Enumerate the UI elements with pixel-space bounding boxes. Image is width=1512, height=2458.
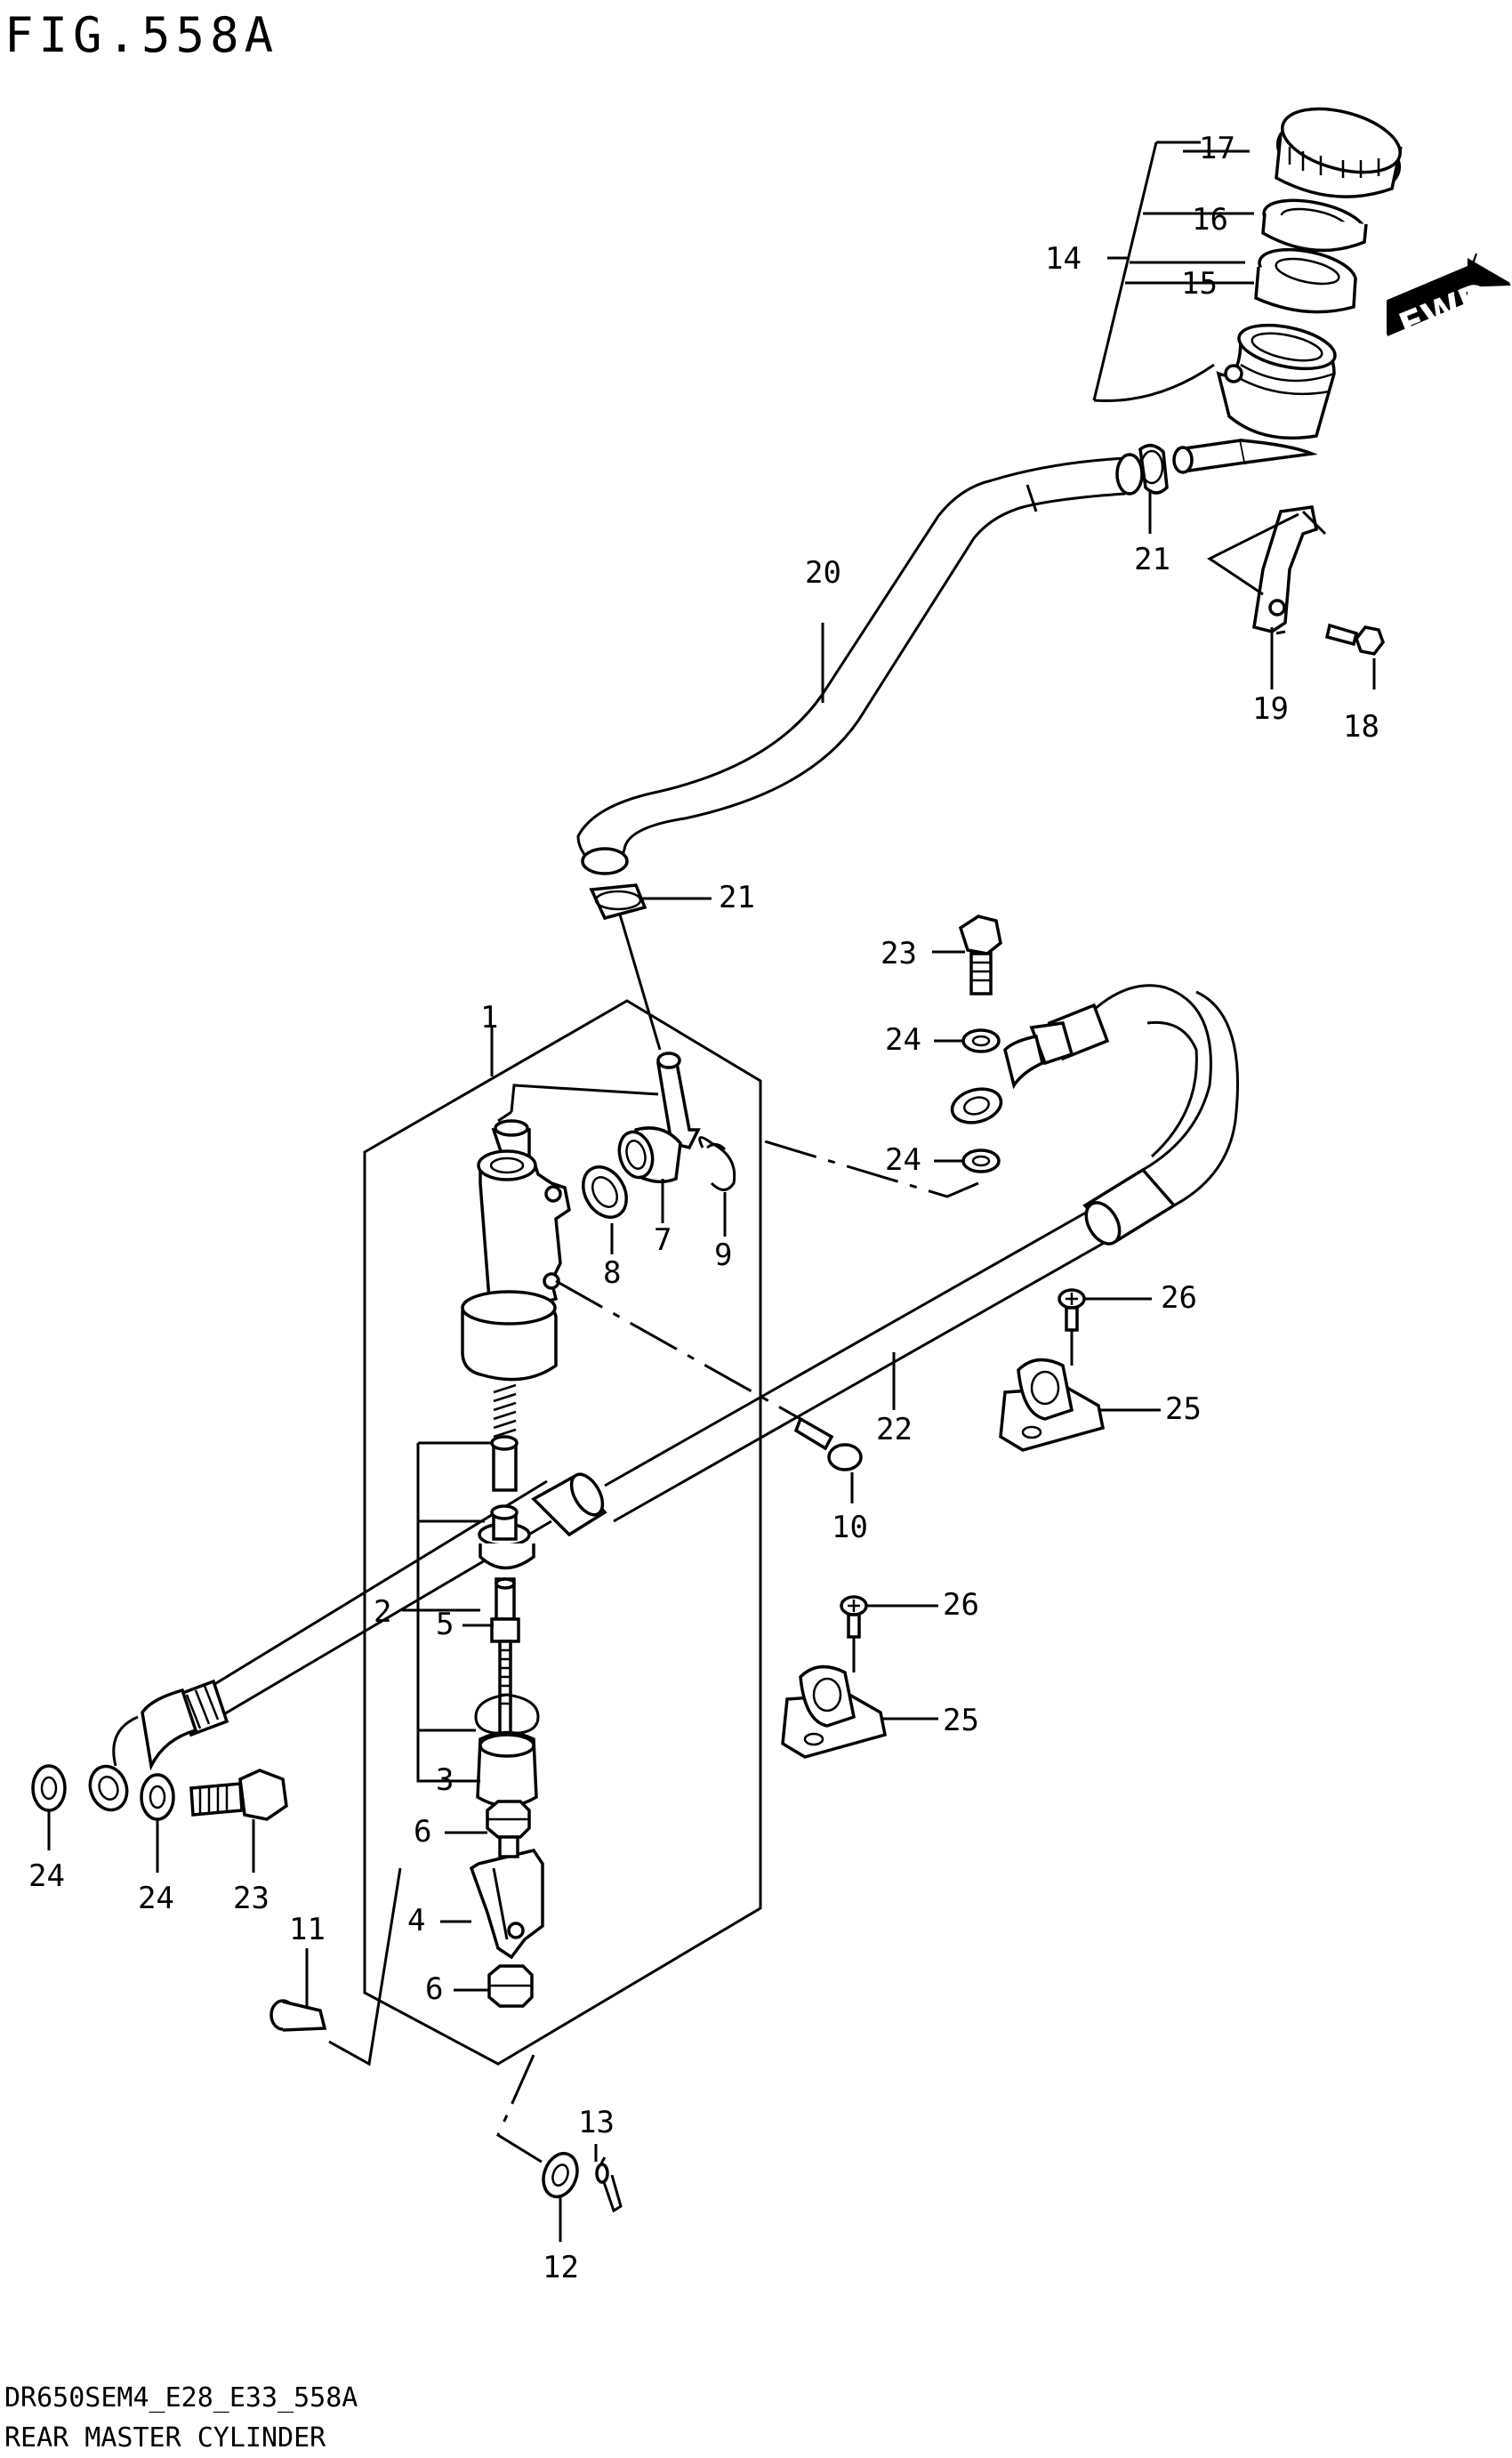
brake-hose-22 bbox=[88, 984, 1240, 1812]
reservoir-assembly bbox=[1172, 107, 1403, 474]
callout-26-lower: 26 bbox=[943, 1587, 979, 1623]
callout-21-lower: 21 bbox=[719, 880, 755, 915]
washer-12 bbox=[542, 2151, 579, 2199]
hose-clamp-21-lower bbox=[589, 883, 647, 921]
washer-24-lower-b bbox=[140, 1773, 175, 1821]
dash-line-pin bbox=[496, 2054, 557, 2172]
banjo-bolt-23-lower bbox=[189, 1769, 288, 1821]
callout-4: 4 bbox=[407, 1903, 425, 1938]
leader-2-bracket bbox=[416, 1441, 494, 1783]
callout-24-lower-b: 24 bbox=[138, 1881, 174, 1916]
callout-17: 17 bbox=[1199, 131, 1235, 166]
master-cylinder-body bbox=[461, 1119, 571, 1382]
screw-26-upper bbox=[1058, 1288, 1086, 1332]
callout-18: 18 bbox=[1343, 709, 1379, 745]
washer-24-upper-a bbox=[961, 1028, 1001, 1053]
callout-23-upper: 23 bbox=[881, 936, 917, 971]
hose-clamp-21-upper bbox=[1138, 443, 1169, 495]
piston-spring bbox=[490, 1383, 519, 1492]
callout-21-upper: 21 bbox=[1134, 542, 1170, 577]
dash-line-bolt-10 bbox=[555, 1279, 801, 1421]
callout-25-upper: 25 bbox=[1165, 1391, 1202, 1427]
callout-24-lower-a: 24 bbox=[28, 1858, 65, 1894]
callout-26-upper: 26 bbox=[1161, 1280, 1197, 1316]
callout-1: 1 bbox=[480, 1000, 498, 1036]
callout-6-lower: 6 bbox=[425, 1971, 443, 2007]
callout-20: 20 bbox=[805, 555, 841, 591]
callout-9: 9 bbox=[714, 1237, 732, 1273]
callout-8: 8 bbox=[603, 1255, 621, 1291]
figure-code: DR650SEM4_E28_E33_558A bbox=[4, 2382, 358, 2414]
hose-connector-7 bbox=[617, 1052, 701, 1184]
callout-22: 22 bbox=[876, 1412, 913, 1447]
bolt-10 bbox=[793, 1416, 863, 1471]
callout-5: 5 bbox=[436, 1607, 454, 1642]
piston-cup bbox=[478, 1504, 535, 1570]
hose-guide-25-lower bbox=[781, 1664, 888, 1759]
washer-24-upper-b bbox=[961, 1148, 1001, 1173]
cotter-pin-13 bbox=[595, 2156, 623, 2213]
reservoir-bracket bbox=[1252, 505, 1327, 635]
push-rod-5 bbox=[490, 1577, 520, 1737]
callout-7: 7 bbox=[654, 1222, 672, 1258]
callout-25-lower: 25 bbox=[943, 1703, 979, 1738]
callout-14: 14 bbox=[1045, 241, 1082, 277]
callout-23-lower: 23 bbox=[233, 1881, 269, 1916]
nut-6-lower bbox=[487, 1964, 534, 2008]
hose-guide-25-upper bbox=[999, 1358, 1106, 1452]
callout-15: 15 bbox=[1181, 266, 1218, 302]
leader-14-bracket bbox=[1092, 141, 1254, 402]
callout-3: 3 bbox=[436, 1762, 454, 1798]
banjo-bolt-23-upper bbox=[958, 915, 1002, 995]
bolt-18 bbox=[1324, 623, 1385, 656]
callout-11: 11 bbox=[289, 1912, 326, 1947]
callout-16: 16 bbox=[1192, 202, 1228, 238]
forward-direction-arrow: FWD bbox=[1387, 253, 1511, 348]
leader-pin-line bbox=[328, 1867, 402, 2067]
clevis-pin-11 bbox=[269, 1999, 327, 2032]
boot bbox=[476, 1730, 538, 1808]
callout-2: 2 bbox=[374, 1594, 391, 1630]
callout-24-upper-a: 24 bbox=[885, 1022, 921, 1058]
master-cylinder-assembly-outline bbox=[363, 999, 762, 2066]
reservoir-hose-20 bbox=[576, 453, 1144, 875]
circlip-9 bbox=[698, 1136, 736, 1191]
leader-cylinder-top bbox=[497, 1084, 659, 1123]
screw-26-lower bbox=[840, 1595, 868, 1639]
dash-line-hose-to-cylinder bbox=[755, 1137, 979, 1198]
washer-24-lower-a bbox=[31, 1764, 67, 1812]
callout-6-upper: 6 bbox=[414, 1814, 431, 1850]
clevis-4 bbox=[469, 1835, 544, 1960]
figure-title: FIG.558A bbox=[4, 7, 278, 63]
callout-13: 13 bbox=[578, 2105, 615, 2140]
callout-24-upper-b: 24 bbox=[885, 1142, 921, 1178]
nut-6-upper bbox=[486, 1800, 531, 1839]
leader-hose-connector bbox=[618, 914, 662, 1051]
callout-10: 10 bbox=[832, 1510, 868, 1545]
o-ring-8 bbox=[582, 1165, 628, 1219]
circlip-3 bbox=[474, 1693, 540, 1735]
callout-12: 12 bbox=[543, 2250, 579, 2285]
leader-16-17 bbox=[1143, 149, 1254, 215]
figure-caption: REAR MASTER CYLINDER bbox=[4, 2422, 326, 2454]
callout-19: 19 bbox=[1252, 691, 1289, 727]
leader-bracket-line bbox=[1207, 512, 1299, 596]
